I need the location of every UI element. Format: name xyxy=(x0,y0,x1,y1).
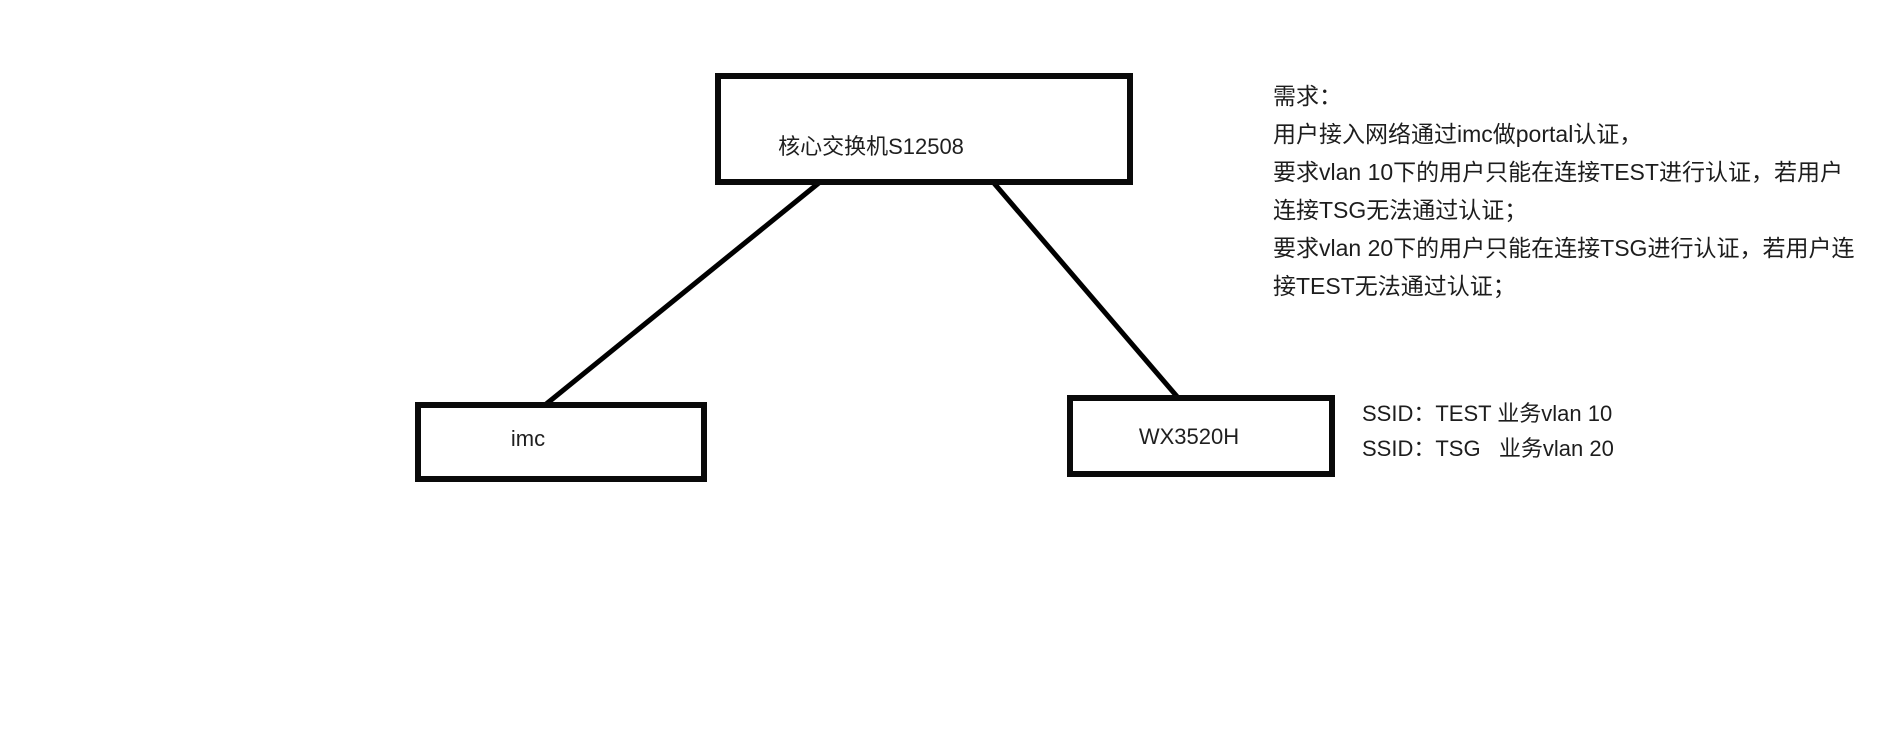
requirements-note: 需求： 用户接入网络通过imc做portal认证， 要求vlan 10下的用户只… xyxy=(1273,77,1854,305)
ssid-line-tsg-vlan20: SSID：TSG 业务vlan 20 xyxy=(1362,436,1614,461)
ssid-note: SSID：TEST 业务vlan 10 SSID：TSG 业务vlan 20 xyxy=(1362,396,1614,466)
node-imc-server: imc xyxy=(415,402,707,482)
node-imc-server-label: imc xyxy=(510,426,546,451)
requirements-title: 需求： xyxy=(1273,83,1342,109)
requirements-line-vlan10-a: 要求vlan 10下的用户只能在连接TEST进行认证，若用户 xyxy=(1273,159,1843,185)
requirements-line-portal-auth: 用户接入网络通过imc做portal认证， xyxy=(1273,121,1643,147)
ssid-line-test-vlan10: SSID：TEST 业务vlan 10 xyxy=(1362,401,1613,426)
connector-core-to-wx3520h xyxy=(991,180,1182,402)
node-core-switch: 核心交换机S12508 xyxy=(715,73,1133,185)
node-wireless-controller-label: WX3520H xyxy=(1138,424,1240,449)
requirements-line-vlan20-b: 接TEST无法通过认证； xyxy=(1273,273,1516,299)
requirements-line-vlan10-b: 连接TSG无法通过认证； xyxy=(1273,197,1528,223)
connector-core-to-imc xyxy=(543,180,822,407)
requirements-line-vlan20-a: 要求vlan 20下的用户只能在连接TSG进行认证，若用户连 xyxy=(1273,235,1855,261)
node-wireless-controller: WX3520H xyxy=(1067,395,1335,477)
node-core-switch-label: 核心交换机S12508 xyxy=(778,134,964,159)
